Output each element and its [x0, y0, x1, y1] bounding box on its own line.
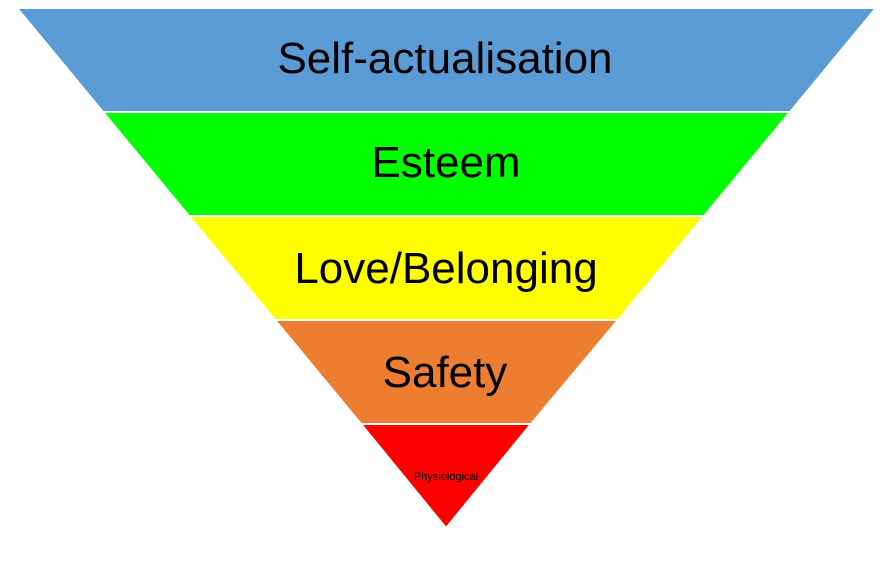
label-esteem: Esteem — [371, 138, 520, 187]
level-physiological — [358, 423, 534, 530]
label-love-belonging: Love/Belonging — [294, 244, 597, 293]
label-physiological: Physiological — [414, 471, 478, 483]
label-safety: Safety — [383, 348, 508, 397]
label-self-actualisation: Self-actualisation — [277, 34, 612, 83]
